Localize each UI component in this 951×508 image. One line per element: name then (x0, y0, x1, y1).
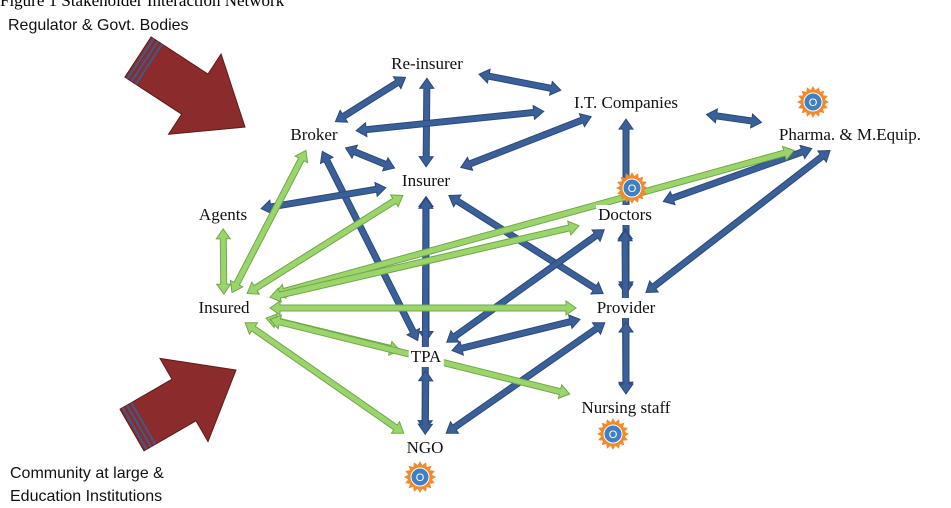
node-broker: Broker (288, 125, 340, 145)
node-ngo: NGO (404, 438, 446, 458)
edge-it-broker (355, 104, 545, 138)
edge-doctors-tpa (446, 229, 605, 343)
node-provider: Provider (594, 298, 658, 318)
edge-pharma-provider (645, 149, 831, 294)
node-tpa: TPA (408, 347, 444, 367)
edge-broker-insured (229, 149, 309, 294)
node-doctors: Doctors (596, 205, 654, 225)
edge-tpa-ngo (417, 369, 434, 436)
node-agents: Agents (196, 205, 250, 225)
edge-broker-tpa (319, 150, 421, 342)
edge-provider-nursing (618, 321, 634, 395)
badge-nursing-symbol: O (609, 429, 618, 441)
edge-reinsurer-broker (334, 76, 407, 123)
regulator-label: Regulator & Govt. Bodies (8, 17, 189, 34)
badge-pharma: O (797, 86, 829, 118)
edge-broker-insurer (344, 144, 396, 172)
badge-nursing: O (597, 418, 629, 450)
edge-reinsurer-it (478, 68, 562, 97)
community-label-line1: Community at large & (10, 465, 164, 482)
edges-layer (215, 68, 831, 436)
node-reinsurer: Re-insurer (389, 54, 465, 74)
edge-insured-ngo (244, 322, 405, 434)
edge-insured-provider (269, 300, 577, 316)
edge-it-insurer (459, 112, 593, 172)
badge-doctors-symbol: O (628, 183, 637, 195)
node-insurer: Insurer (399, 171, 453, 191)
regulator-arrow (124, 36, 246, 135)
community-label-line2: Education Institutions (10, 488, 163, 505)
node-pharma: Pharma. & M.Equip. (776, 125, 924, 145)
community-arrow (119, 357, 237, 452)
edge-agents-insured (215, 228, 232, 295)
edge-provider-ngo (445, 322, 606, 434)
figure-caption: Figure 1 Stakeholder Interaction Network (0, 0, 285, 10)
edge-insured-insurer (246, 194, 404, 295)
edge-insured-doctors (269, 220, 580, 303)
badge-doctors: O (616, 172, 648, 204)
edge-insurer-provider (448, 194, 604, 295)
edge-it-pharma (705, 108, 763, 129)
edge-pharma-doctors (662, 144, 813, 206)
node-it-companies: I.T. Companies (571, 93, 681, 113)
edge-insurer-agents (260, 181, 387, 215)
big-arrows-layer (119, 36, 246, 452)
badge-ngo-symbol: O (416, 472, 425, 484)
badge-pharma-symbol: O (809, 97, 818, 109)
edge-provider-tpa (451, 314, 581, 356)
badge-ngo: O (404, 461, 436, 493)
node-nursing-staff: Nursing staff (579, 398, 673, 418)
node-insured: Insured (196, 298, 252, 318)
badges-layer: O O O O (404, 86, 829, 493)
